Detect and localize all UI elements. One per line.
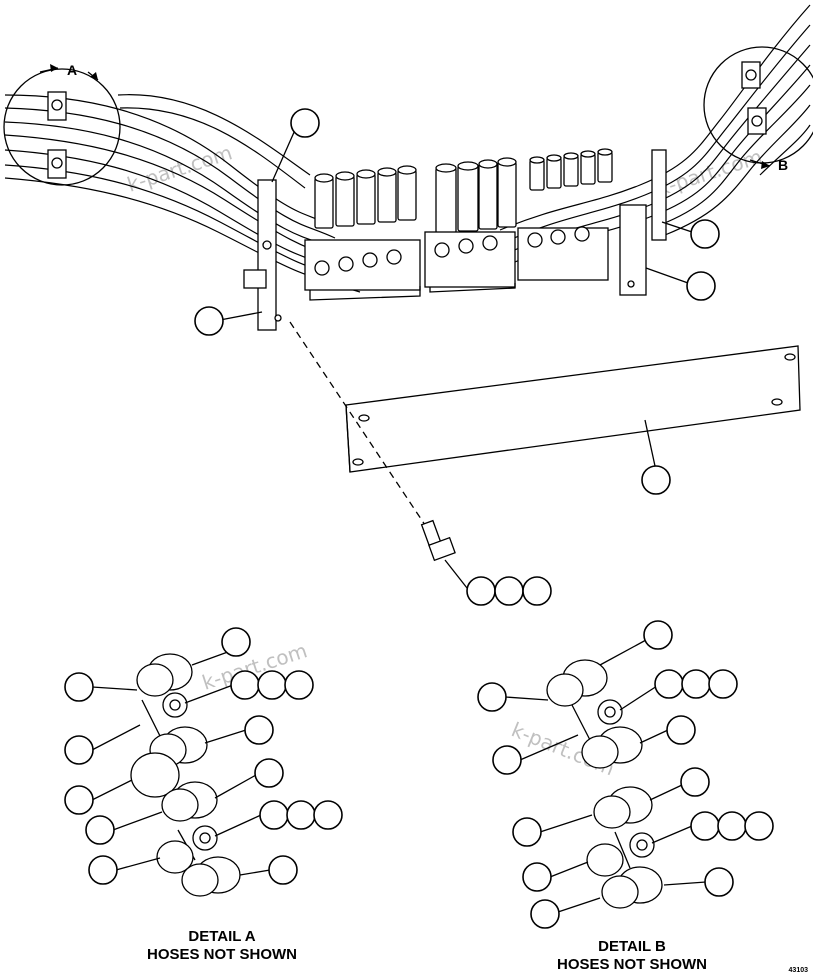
- detail-b-subtitle: HOSES NOT SHOWN: [557, 956, 707, 973]
- detail-a-marker: A: [67, 62, 77, 78]
- callout-circle: [690, 219, 720, 249]
- callout-circle: [522, 576, 552, 606]
- detail-b-drawing: [477, 620, 774, 929]
- callout-circle: [494, 576, 524, 606]
- screw: [420, 519, 456, 562]
- callout-circle: [194, 306, 224, 336]
- callout-circle: [290, 108, 320, 138]
- detail-b-circle: B: [703, 46, 813, 173]
- valve-cylinders: [314, 148, 613, 234]
- callout-circle: [686, 271, 716, 301]
- detail-a-title: DETAIL A: [188, 928, 255, 945]
- drawing-number: 43103: [789, 967, 809, 974]
- detail-a-drawing: [64, 627, 343, 897]
- watermark-1: k-part.com: [124, 140, 235, 196]
- callout-circle: [641, 465, 671, 495]
- detail-a-circle: A: [3, 62, 121, 186]
- callout-circle: [466, 576, 496, 606]
- detail-a-subtitle: HOSES NOT SHOWN: [147, 946, 297, 963]
- alignment-line: [289, 321, 436, 541]
- left-bracket: [243, 179, 282, 331]
- right-bracket: [619, 149, 667, 296]
- detail-b-title: DETAIL B: [598, 938, 666, 955]
- detail-b-marker: B: [778, 157, 788, 173]
- cover-plate: [345, 345, 801, 473]
- valve-manifolds: [304, 226, 609, 301]
- main-callouts: [194, 108, 720, 606]
